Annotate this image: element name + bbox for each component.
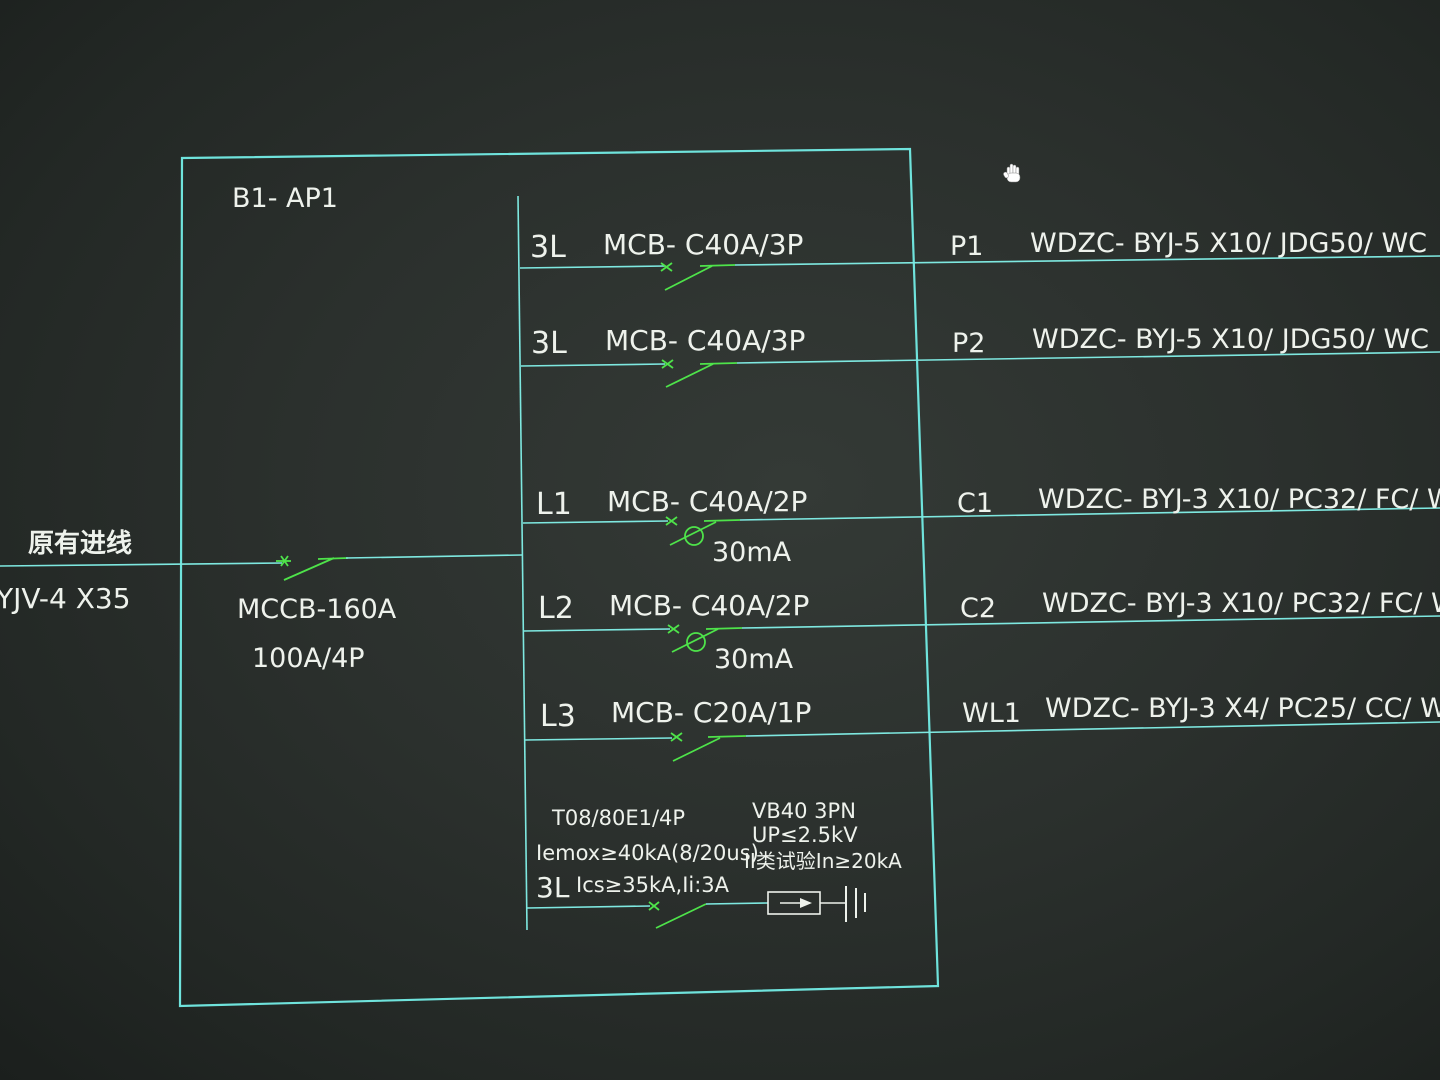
breaker-switch[interactable] (669, 521, 717, 546)
circuit-row-p2[interactable]: 3L MCB- C40A/3P P2 WDZC- BYJ-5 X10/ JDG5… (520, 324, 1440, 388)
main-breaker-switch[interactable] (276, 555, 349, 581)
circuit-cable-spec: WDZC- BYJ-5 X10/ JDG50/ WC (1030, 228, 1427, 259)
circuit-id: WL1 (962, 698, 1021, 729)
spd-arrow-icon (800, 898, 812, 908)
spd-breaker-model: T08/80E1/4P (551, 806, 685, 830)
circuit-phase: L3 (540, 699, 576, 734)
incoming-cable: YJV-4 X35 (0, 582, 131, 615)
circuit-wire-in[interactable] (519, 265, 666, 269)
spd-breaker-switch[interactable] (655, 903, 707, 929)
circuit-wire-out[interactable] (734, 255, 1440, 266)
circuit-wire-in[interactable] (524, 737, 673, 741)
circuit-breaker: MCB- C40A/2P (609, 589, 809, 622)
main-breaker-model: MCCB-160A (237, 594, 397, 625)
circuit-row-c2[interactable]: L2 MCB- C40A/2P 30mA C2 WDZC- BYJ-3 X10/… (523, 588, 1440, 675)
circuit-phase: L1 (536, 487, 572, 522)
circuit-cable-spec: WDZC- BYJ-3 X10/ PC32/ FC/ WC (1038, 484, 1440, 515)
circuit-id: P1 (950, 231, 983, 262)
spd-breaker-ics: Ics≥35kA,Ii:3A (576, 873, 730, 897)
panel-name: B1- AP1 (232, 183, 338, 214)
rcd-sensitivity: 30mA (714, 644, 794, 675)
breaker-switch[interactable] (664, 265, 713, 291)
circuit-wire-out[interactable] (741, 615, 1440, 629)
busbar[interactable] (517, 195, 528, 931)
circuit-wire-in[interactable] (522, 520, 669, 524)
spd-branch[interactable]: T08/80E1/4P Iemox≥40kA(8/20us) 3L Ics≥35… (526, 799, 902, 929)
panel-frame[interactable] (178, 147, 940, 1008)
breaker-switch[interactable] (671, 628, 719, 653)
spd-class: II类试验In≥20kA (744, 849, 902, 873)
rcd-sensitivity: 30mA (712, 537, 792, 568)
circuit-breaker: MCB- C20A/1P (611, 696, 811, 729)
circuit-wire-out[interactable] (739, 507, 1440, 521)
circuit-cable-spec: WDZC- BYJ-5 X10/ JDG50/ WC (1032, 324, 1429, 355)
circuit-breaker: MCB- C40A/3P (605, 324, 805, 357)
circuit-row-c1[interactable]: L1 MCB- C40A/2P 30mA C1 WDZC- BYJ-3 X10/… (522, 484, 1440, 568)
circuit-wire-out[interactable] (736, 351, 1440, 364)
hand-pan-icon (1003, 163, 1021, 183)
circuit-id: C1 (957, 488, 993, 519)
circuit-id: P2 (952, 328, 985, 359)
circuit-row-p1[interactable]: 3L MCB- C40A/3P P1 WDZC- BYJ-5 X10/ JDG5… (519, 228, 1440, 291)
circuit-id: C2 (960, 593, 996, 624)
circuit-wire-in[interactable] (523, 628, 671, 632)
rcd-symbol (684, 526, 704, 546)
rcd-symbol (686, 632, 706, 652)
circuit-phase: 3L (530, 230, 566, 265)
spd-wire-in[interactable] (526, 905, 651, 909)
spd-model: VB40 3PN (752, 799, 856, 823)
circuit-phase: L2 (538, 591, 574, 626)
circuit-breaker: MCB- C40A/3P (603, 228, 803, 261)
circuit-cable-spec: WDZC- BYJ-3 X4/ PC25/ CC/ WC (1045, 693, 1440, 724)
breaker-switch[interactable] (672, 737, 721, 762)
circuit-phase: 3L (531, 326, 567, 361)
incoming-line[interactable] (0, 562, 283, 567)
circuit-cable-spec: WDZC- BYJ-3 X10/ PC32/ FC/ WC (1042, 588, 1440, 619)
incoming-line-to-busbar[interactable] (345, 554, 523, 559)
circuit-row-wl1[interactable]: L3 MCB- C20A/1P WL1 WDZC- BYJ-3 X4/ PC25… (524, 693, 1440, 762)
spd-breaker-current: Iemox≥40kA(8/20us) (536, 841, 759, 865)
main-breaker-rating: 100A/4P (252, 643, 365, 674)
circuit-wire-in[interactable] (520, 363, 666, 367)
circuit-wire-out[interactable] (745, 721, 1440, 737)
incoming-label: 原有进线 (28, 529, 132, 559)
spd-phase: 3L (536, 871, 570, 904)
breaker-switch[interactable] (665, 363, 714, 388)
circuit-breaker: MCB- C40A/2P (607, 485, 807, 518)
spd-up: UP≤2.5kV (752, 823, 858, 847)
